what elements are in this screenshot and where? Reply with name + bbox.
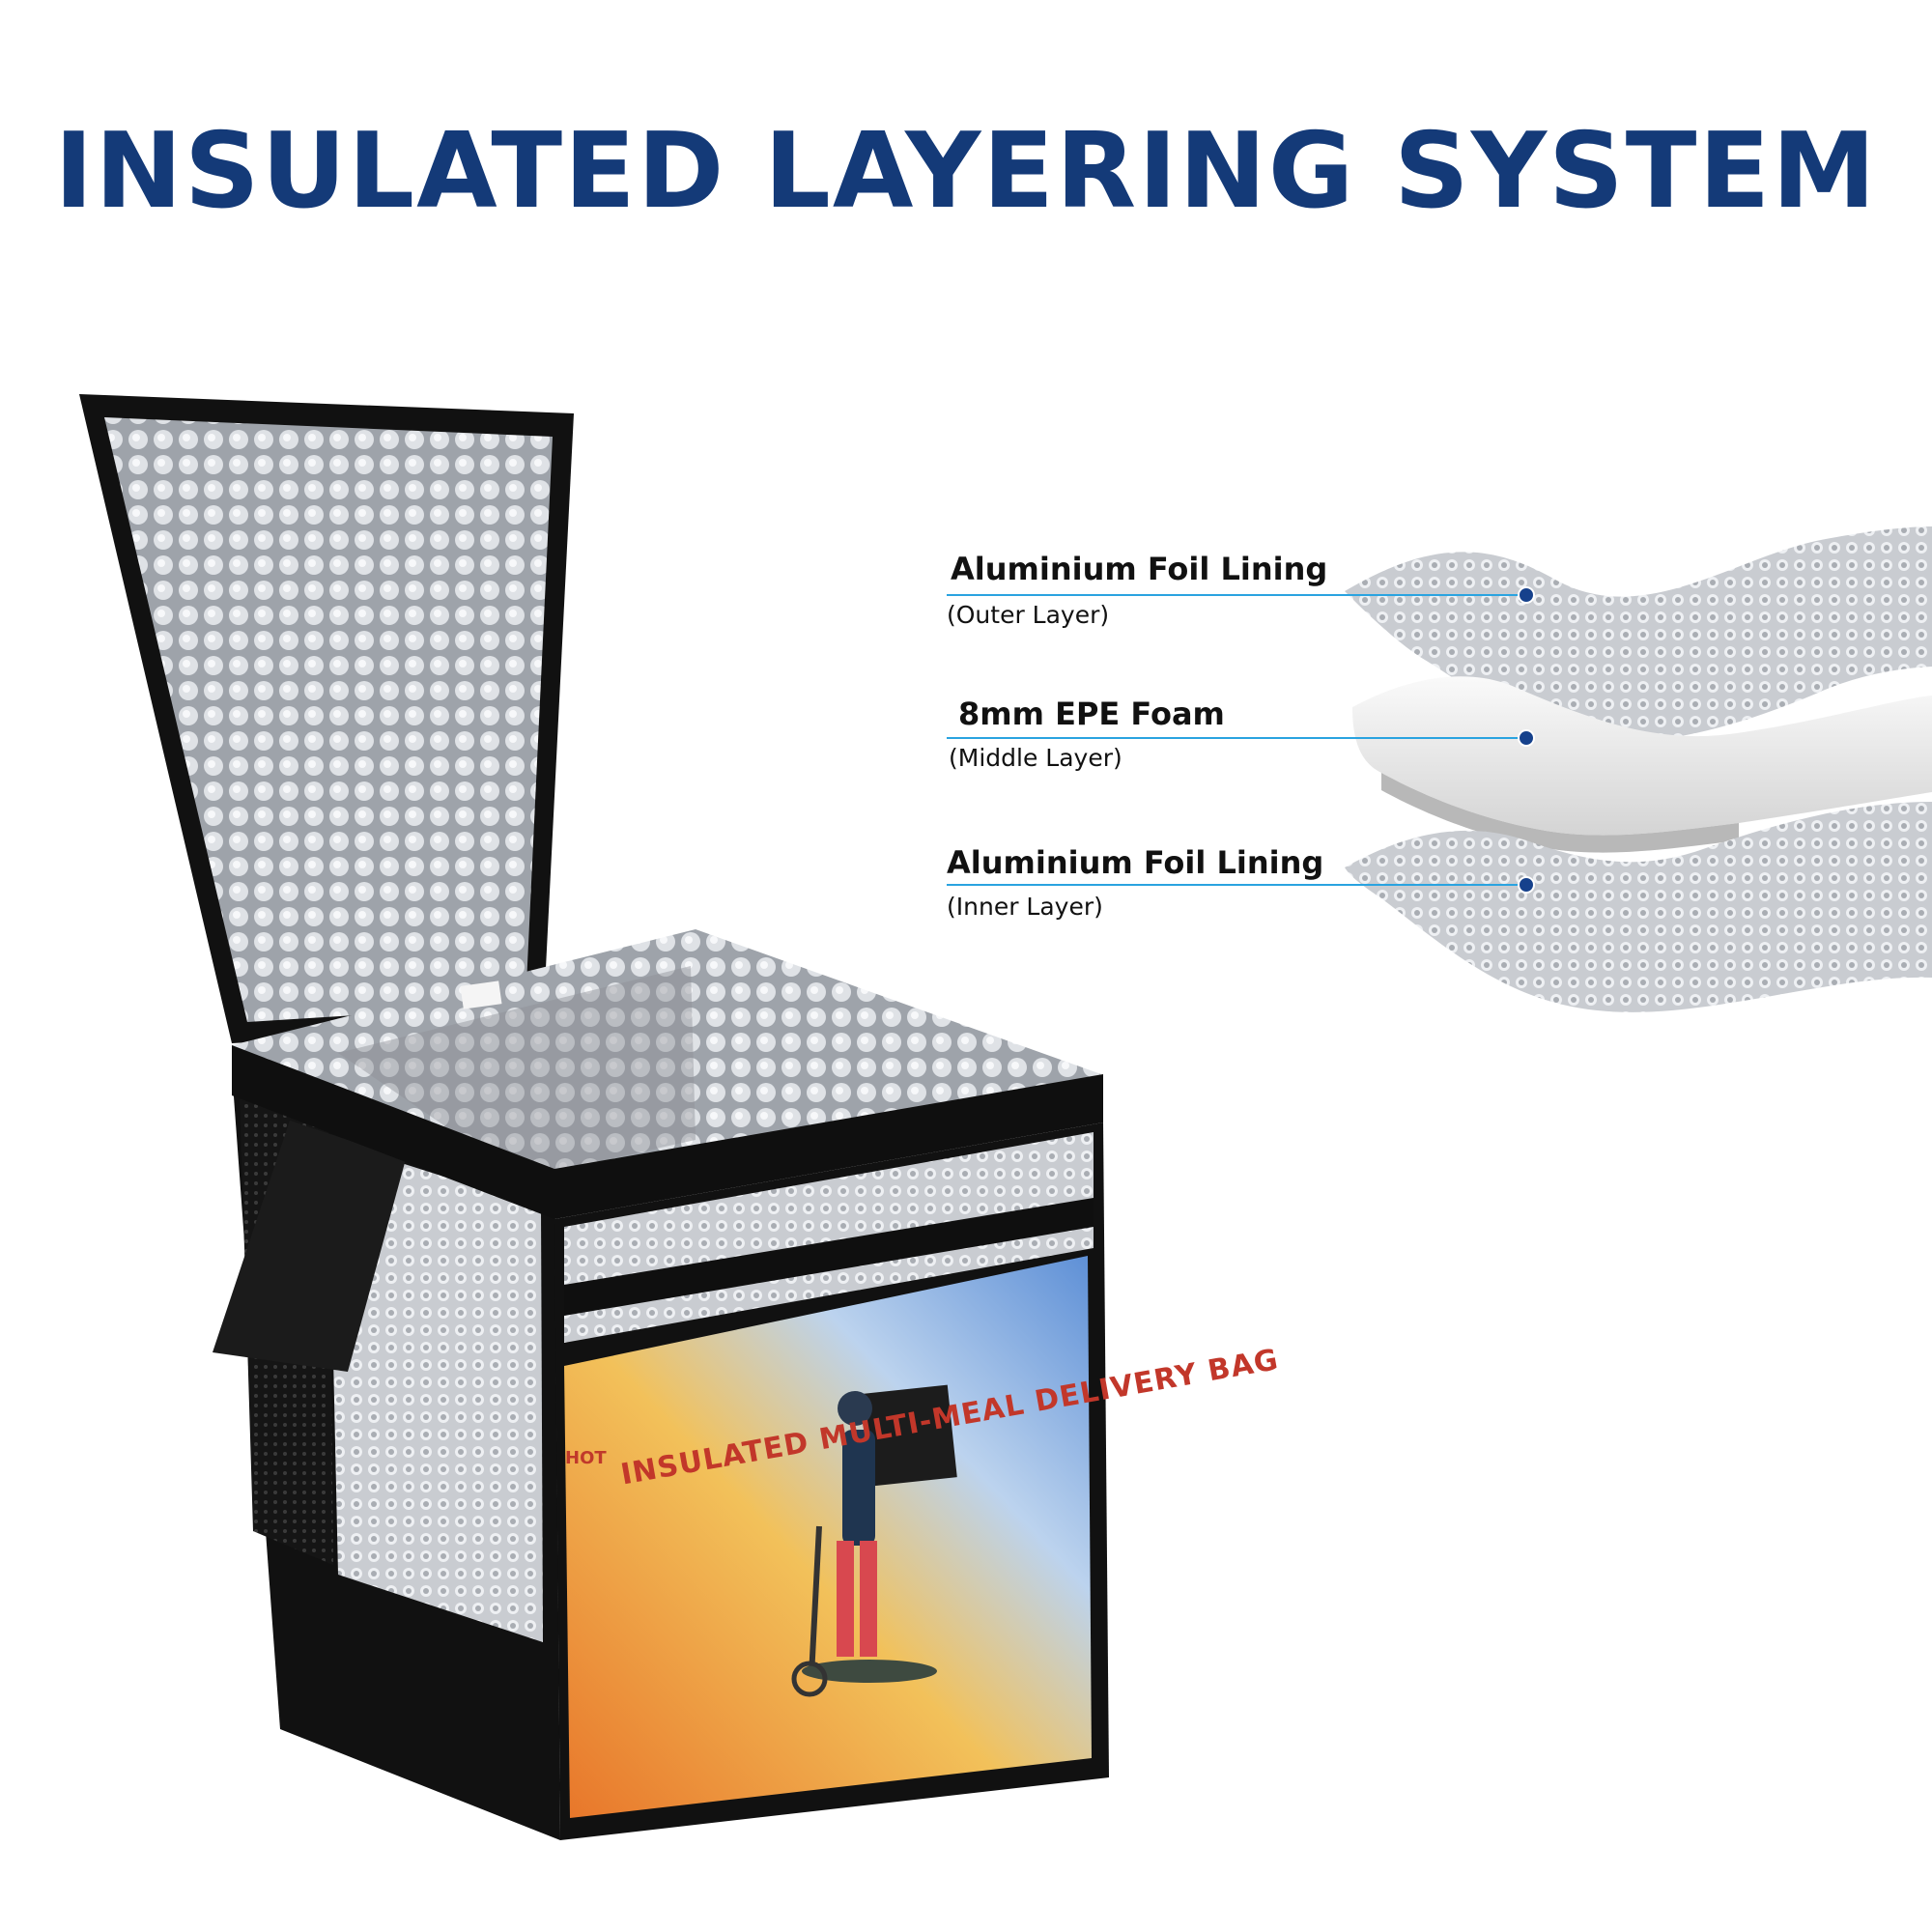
side-strap: [213, 1121, 406, 1372]
layer-samples: [1345, 526, 1932, 1012]
front-strap: [564, 1198, 1094, 1316]
circle-dot-icon: [1518, 729, 1535, 747]
bag-lid-lining: [104, 417, 553, 1022]
bag-interior-shade: [338, 966, 696, 1179]
rider-illustration: [791, 1384, 957, 1697]
layer-inner-position: (Inner Layer): [947, 893, 1103, 921]
layer-outer-position: (Outer Layer): [947, 601, 1110, 629]
delivery-bag: [79, 394, 1109, 1840]
foam-layer-edge: [1381, 773, 1739, 853]
callouts: [947, 586, 1535, 894]
page-title: INSULATED LAYERING SYSTEM: [54, 111, 1878, 232]
layer-middle-name: 8mm EPE Foam: [958, 696, 1225, 732]
layer-outer-name: Aluminium Foil Lining: [951, 551, 1328, 587]
foam-layer-middle: [1352, 676, 1932, 836]
bag-rim: [232, 1045, 554, 1219]
interior-tag: [460, 980, 502, 1009]
side-foil: [328, 1140, 543, 1642]
front-print-panel: [564, 1256, 1092, 1818]
bag-logo: HOT: [565, 1448, 607, 1468]
bag-rim-front: [554, 1074, 1103, 1219]
layer-middle-position: (Middle Layer): [949, 744, 1122, 772]
circle-dot-icon: [1518, 586, 1535, 604]
layer-inner-name: Aluminium Foil Lining: [947, 844, 1324, 881]
circle-dot-icon: [1518, 876, 1535, 894]
foil-layer-inner: [1345, 802, 1932, 1012]
